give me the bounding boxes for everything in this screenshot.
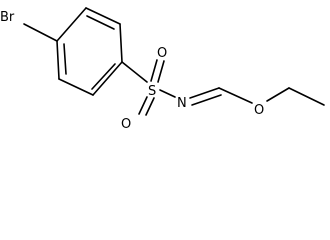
ring-bond-c4-c5 xyxy=(92,61,123,96)
bond-o-ch2 xyxy=(266,87,290,102)
bond-s-o-bottom-1 xyxy=(138,96,148,115)
atom-o-bottom-label: O xyxy=(121,117,131,132)
bond-n-c-double-2 xyxy=(191,94,222,106)
bond-s-o-top-1 xyxy=(150,59,158,82)
ring-double-bond-inner-1 xyxy=(86,15,115,30)
bond-s-o-bottom-2 xyxy=(145,97,155,116)
ring-double-bond-inner-3 xyxy=(63,43,67,75)
benzene-ring xyxy=(56,7,123,96)
bond-n-c-double-1 xyxy=(189,87,220,99)
ring-bond-c1-c2 xyxy=(56,7,87,42)
atom-s-label: S xyxy=(148,84,156,99)
bond-c4-s xyxy=(121,61,148,83)
ring-bond-c3-c4 xyxy=(119,23,123,63)
bond-c-o-ether xyxy=(218,87,253,104)
atom-o-ether-label: O xyxy=(254,103,264,118)
ring-bond-c2-c3 xyxy=(85,7,121,25)
ring-double-bond-inner-2 xyxy=(91,63,116,90)
bond-ch2-ch3 xyxy=(288,87,325,106)
atom-br-label: Br xyxy=(0,10,15,25)
ring-bond-c6-c1 xyxy=(56,40,60,80)
atom-o-top-label: O xyxy=(157,46,167,61)
atom-n-label: N xyxy=(177,96,187,111)
ring-bond-c5-c6 xyxy=(58,78,94,96)
bond-s-o-top-2 xyxy=(157,60,165,83)
chemical-structure: Br S O O N O xyxy=(0,7,325,132)
bond-c1-br xyxy=(23,23,58,42)
bond-s-n xyxy=(159,89,176,98)
